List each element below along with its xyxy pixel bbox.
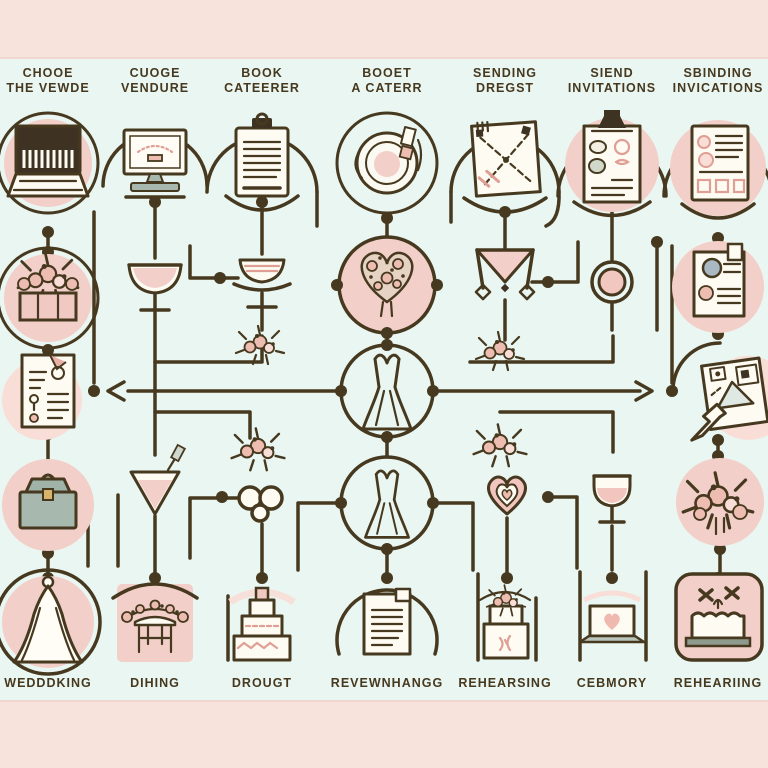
bottom-band [0,700,768,768]
right-arrow [634,380,654,402]
clipboard-icon [234,112,290,198]
bouquet-lower-right [472,423,528,468]
small-cake-icon [476,572,538,662]
bottom-label-7: REHEARIING [673,676,763,690]
invitation-card-icon [670,120,766,216]
ring-icon [590,260,634,304]
bottom-label-5: REHEARSING [458,676,552,690]
bride-icon [0,568,102,676]
laptop-icon [4,119,92,207]
flower-box-icon [4,252,92,342]
flower-circle-icon [676,458,764,546]
left-arrow [106,380,126,402]
cocktail-glass-icon [129,443,187,516]
bottom-label-3: DROUGT [231,676,293,690]
bottom-label-6: CEBMORY [576,676,648,690]
table-garland-icon [111,582,199,662]
heart-bouquet-icon [360,251,414,318]
bottom-label-1: WEDDDKING [4,676,92,690]
document-arch-icon [335,587,439,656]
plate-icon [354,126,423,195]
laptop-heart-icon [578,570,648,662]
map-photos-icon [690,355,768,442]
top-band [0,0,768,59]
bottom-label-4: REVEWNHANGG [330,676,444,690]
heart-icon [487,475,527,516]
suitcase-icon [2,459,94,551]
coupe-glass-icon [127,263,183,312]
envelope-icon [474,248,536,301]
bouquet-lower-left [230,427,286,472]
bouquet-upper-left [234,324,286,366]
wedding-dress-icon-2 [364,469,410,539]
menu-board-icon [565,110,659,212]
wedding-dress-icon [361,353,413,431]
wine-glass-icon [592,474,632,524]
menu-paper-icon [470,120,542,198]
rings-icon [237,485,284,523]
tiered-cake-icon [226,586,296,662]
bottom-label-2: DIHING [130,676,180,690]
certificate-icon [672,241,764,333]
coupe-saucer-icon [232,258,292,309]
pink-cake-icon [674,572,764,662]
bouquet-upper-right [474,330,526,372]
invitation-document-icon [2,353,82,440]
monitor-icon [122,128,188,192]
